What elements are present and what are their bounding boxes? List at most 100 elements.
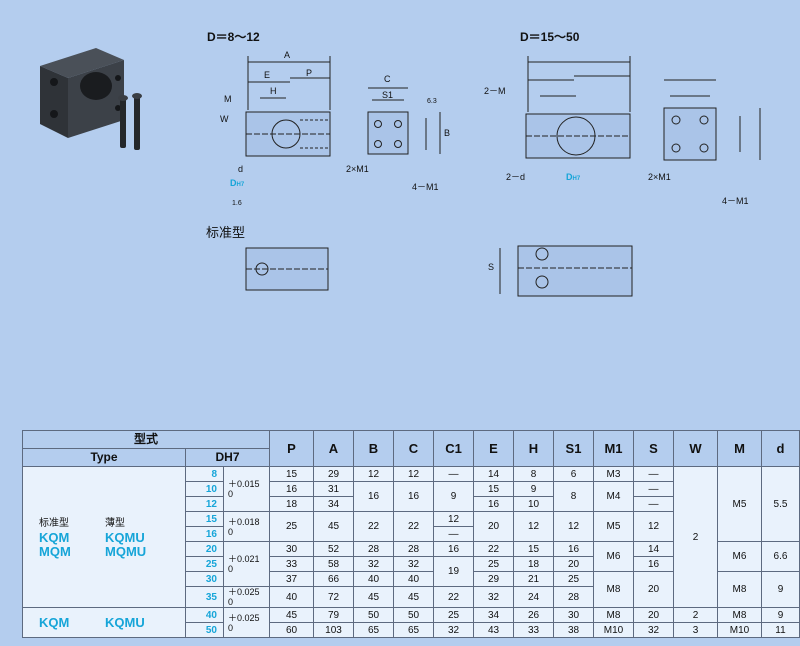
cell: 2 bbox=[673, 607, 718, 623]
cell: 15 bbox=[513, 541, 554, 557]
type-mqmu: MQMU bbox=[105, 543, 147, 559]
cell: 37 bbox=[269, 571, 314, 587]
dim-2m: 2－M bbox=[484, 86, 506, 96]
drawing-title-small: D＝8～12 bbox=[207, 30, 260, 44]
cell: 22 bbox=[353, 511, 394, 542]
cell: 22 bbox=[433, 586, 474, 608]
cell: M3 bbox=[593, 466, 634, 482]
cell: 21 bbox=[513, 571, 554, 587]
d-value: 15 bbox=[185, 511, 224, 527]
cell: 50 bbox=[353, 607, 394, 623]
cell: 16 bbox=[433, 541, 474, 557]
cell: 58 bbox=[313, 556, 354, 572]
cell: 15 bbox=[473, 481, 514, 497]
dim-4m1-large: 4－M1 bbox=[722, 196, 749, 206]
cell: 32 bbox=[353, 556, 394, 572]
cell: 11 bbox=[761, 622, 800, 638]
dim-c: C bbox=[384, 74, 391, 84]
dim-e: E bbox=[264, 70, 271, 80]
cell: 72 bbox=[313, 586, 354, 608]
product-photo bbox=[40, 48, 142, 150]
type-kqm: KQM bbox=[39, 529, 70, 545]
dim-m: M bbox=[224, 94, 232, 104]
d-value: 40 bbox=[185, 607, 224, 623]
col-s: S bbox=[633, 430, 674, 467]
cell: 12 bbox=[553, 511, 594, 542]
cell: 40 bbox=[269, 586, 314, 608]
cell: 28 bbox=[553, 586, 594, 608]
d-value: 8 bbox=[185, 466, 224, 482]
cell: — bbox=[633, 481, 674, 497]
cell: 65 bbox=[353, 622, 394, 638]
cell: 30 bbox=[553, 607, 594, 623]
d-value: 12 bbox=[185, 496, 224, 512]
cell: 45 bbox=[269, 607, 314, 623]
dim-2d: 2－d bbox=[506, 172, 526, 182]
cell: 16 bbox=[269, 481, 314, 497]
cell: 12 bbox=[433, 511, 474, 527]
cell: 25 bbox=[473, 556, 514, 572]
cell: 6.6 bbox=[761, 541, 800, 572]
type-kqmu-large: KQMU bbox=[105, 615, 145, 630]
dim-s: S bbox=[488, 262, 495, 272]
cell: 14 bbox=[473, 466, 514, 482]
cell: 12 bbox=[633, 511, 674, 542]
d-value: 30 bbox=[185, 571, 224, 587]
cell: 45 bbox=[313, 511, 354, 542]
dim-s1: S1 bbox=[382, 90, 394, 100]
type-cell-standard: 标准型 薄型 KQM KQMU MQM MQMU bbox=[22, 466, 186, 608]
header-type: Type bbox=[22, 448, 186, 467]
type-cell-large: KQM KQMU bbox=[22, 607, 186, 638]
cell: 6 bbox=[553, 466, 594, 482]
cell: M5 bbox=[593, 511, 634, 542]
type-thin-label: 薄型 bbox=[105, 517, 125, 529]
cell: 34 bbox=[473, 607, 514, 623]
cell: M8 bbox=[593, 571, 634, 608]
d-value: 20 bbox=[185, 541, 224, 557]
dim-p: P bbox=[306, 68, 313, 78]
spec-table: 型式 P A B C C1 E H S1 M1 S W M d Type DH7… bbox=[22, 430, 800, 638]
cell: 40 bbox=[393, 571, 434, 587]
cell: 2 bbox=[673, 466, 718, 608]
dim-d: d bbox=[238, 164, 244, 174]
dim-h: H bbox=[270, 86, 277, 96]
col-b: B bbox=[353, 430, 394, 467]
col-c1: C1 bbox=[433, 430, 474, 467]
cell: 33 bbox=[513, 622, 554, 638]
cell: 28 bbox=[393, 541, 434, 557]
cell: M4 bbox=[593, 481, 634, 512]
cell: 12 bbox=[353, 466, 394, 482]
cell: 24 bbox=[513, 586, 554, 608]
cell: M8 bbox=[717, 571, 762, 608]
cell: 30 bbox=[269, 541, 314, 557]
drawing-title-large: D＝15～50 bbox=[520, 30, 580, 44]
cell: 32 bbox=[393, 556, 434, 572]
cell: M6 bbox=[593, 541, 634, 572]
dim-b: B bbox=[444, 128, 451, 138]
cell: 29 bbox=[473, 571, 514, 587]
type-kqmu: KQMU bbox=[105, 529, 145, 545]
cell: 40 bbox=[353, 571, 394, 587]
cell: 50 bbox=[393, 607, 434, 623]
type-mqm: MQM bbox=[39, 543, 71, 559]
dim-2m1: 2×M1 bbox=[346, 164, 369, 174]
cell: 20 bbox=[473, 511, 514, 542]
cell: 65 bbox=[393, 622, 434, 638]
cell: M8 bbox=[593, 607, 634, 623]
cell: 43 bbox=[473, 622, 514, 638]
dim-4m1: 4－M1 bbox=[412, 182, 439, 192]
technical-drawings bbox=[245, 56, 761, 297]
d-value: 10 bbox=[185, 481, 224, 497]
cell: 31 bbox=[313, 481, 354, 497]
cell: 45 bbox=[393, 586, 434, 608]
cell: 34 bbox=[313, 496, 354, 512]
cell: 25 bbox=[269, 511, 314, 542]
col-a: A bbox=[313, 430, 354, 467]
col-m: M bbox=[717, 430, 762, 467]
cell: M5 bbox=[717, 466, 762, 542]
cell: 22 bbox=[393, 511, 434, 542]
